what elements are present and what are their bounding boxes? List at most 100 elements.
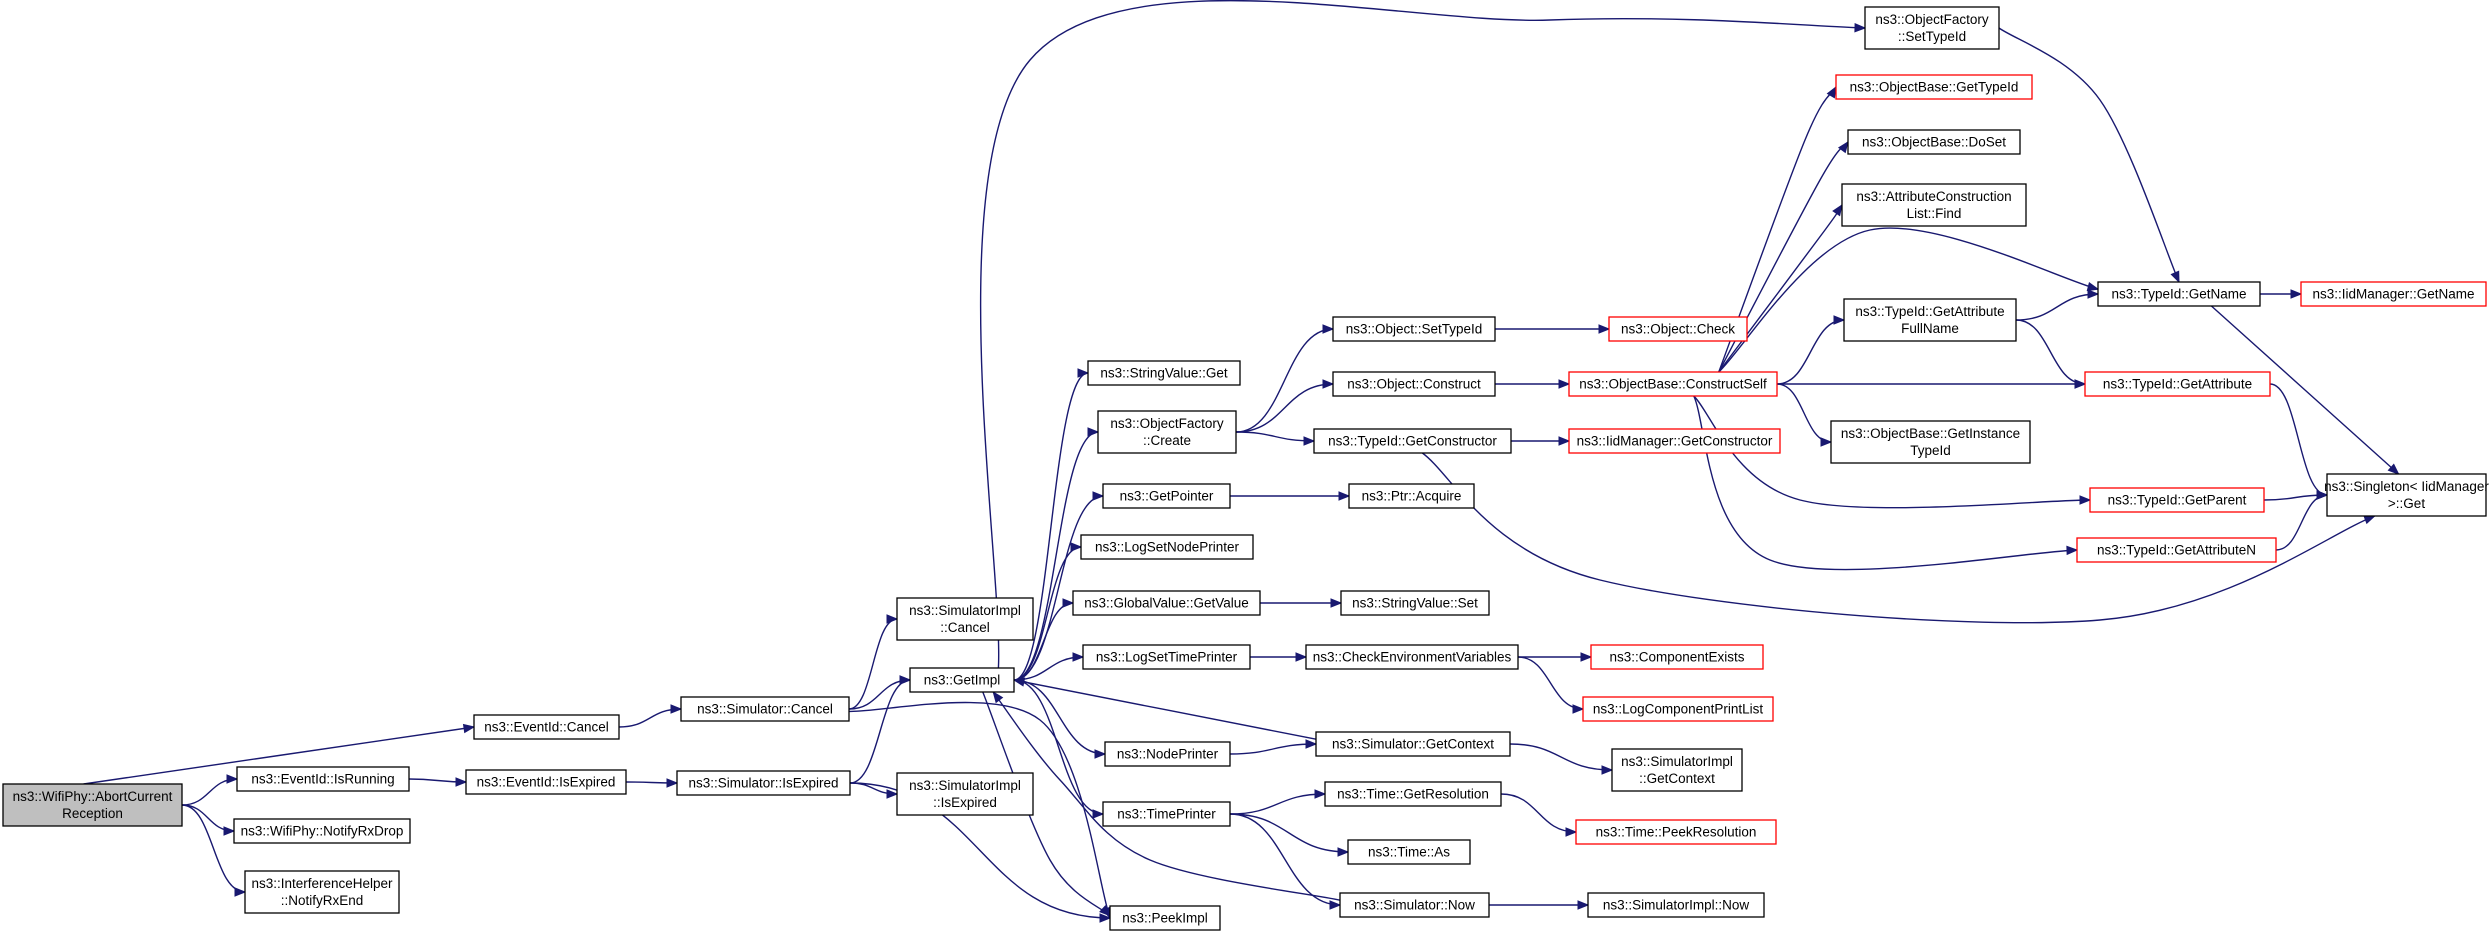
edge-typeid_getname-to-singleton_get-arrowhead [2387,463,2400,475]
node-box [1087,360,1241,386]
node-label: List::Find [1907,206,1962,221]
node-box [1339,892,1490,918]
node-box [1313,428,1512,454]
node-eventid-isrunning[interactable]: ns3::EventId::IsRunning [236,766,410,792]
node-object-check[interactable]: ns3::Object::Check [1608,316,1748,342]
node-eventid-isexpired[interactable]: ns3::EventId::IsExpired [465,769,627,795]
node-iidmgr-getconstructor[interactable]: ns3::IidManager::GetConstructor [1568,428,1781,454]
node-typeid-getparent[interactable]: ns3::TypeId::GetParent [2089,487,2265,513]
node-logsetnodeprinter[interactable]: ns3::LogSetNodePrinter [1080,534,1254,560]
edge-sim_getcontext-to-simimpl_getcontext-arrowhead [1601,765,1614,775]
node-simimpl-cancel[interactable]: ns3::SimulatorImpl::Cancel [896,597,1034,641]
node-stringvalue-set[interactable]: ns3::StringValue::Set [1340,590,1490,616]
node-singleton-get[interactable]: ns3::Singleton< IidManager >::Get [2324,473,2489,517]
node-getpointer[interactable]: ns3::GetPointer [1102,483,1231,509]
node-object-construct[interactable]: ns3::Object::Construct [1332,371,1496,397]
node-time-getresolution[interactable]: ns3::Time::GetResolution [1324,781,1502,807]
node-label: ns3::StringValue::Get [1100,366,1228,381]
node-box [233,818,411,844]
edge-objbase_constructself-to-objbase_gettypeid-arrowhead [1826,85,1837,99]
edge-sim_isexpired-to-getimpl-arrowhead [899,675,912,685]
node-checkenvvars[interactable]: ns3::CheckEnvironmentVariables [1305,644,1519,670]
edge-typeid_getattributefullname-to-typeid_getname [2015,293,2099,321]
node-label: ns3::Time::GetResolution [1337,787,1489,802]
node-label: ns3::EventId::IsRunning [251,772,394,787]
node-box [473,714,620,740]
node-label: ns3::GetPointer [1120,489,1214,504]
node-typeid-getattributen[interactable]: ns3::TypeId::GetAttributeN [2076,537,2277,563]
node-label: ns3::ObjectFactory [1875,12,1989,27]
node-time-peekresolution[interactable]: ns3::Time::PeekResolution [1575,819,1777,845]
edge-objfactory_settypeid-to-typeid_getname-arrowhead [2170,270,2180,284]
node-stringvalue-get[interactable]: ns3::StringValue::Get [1087,360,1241,386]
node-logsettimeprinter[interactable]: ns3::LogSetTimePrinter [1082,644,1251,670]
node-objfactory-settypeid[interactable]: ns3::ObjectFactory::SetTypeId [1864,6,2000,50]
node-label: ::GetContext [1639,771,1715,786]
node-typeid-getattribute[interactable]: ns3::TypeId::GetAttribute [2084,371,2271,397]
node-eventid-cancel[interactable]: ns3::EventId::Cancel [473,714,620,740]
node-componentexists[interactable]: ns3::ComponentExists [1590,644,1764,670]
node-objbase-gettypeid[interactable]: ns3::ObjectBase::GetTypeId [1835,74,2033,100]
node-notifyrxdrop[interactable]: ns3::WifiPhy::NotifyRxDrop [233,818,411,844]
edge-objbase_constructself-to-typeid_getattributefullname-arrowhead [1833,315,1846,325]
edge-timeprinter-to-time_as [1229,813,1349,853]
edge-checkenvvars-to-logcomponentprintlist [1517,656,1584,710]
node-simimpl-getcontext[interactable]: ns3::SimulatorImpl::GetContext [1611,748,1743,792]
node-box [244,870,400,914]
edge-getimpl-to-objfactory_create [1013,431,1099,681]
node-sim-now[interactable]: ns3::Simulator::Now [1339,892,1490,918]
node-box [1841,183,2027,227]
node-globalvalue-getvalue[interactable]: ns3::GlobalValue::GetValue [1072,590,1261,616]
edge-sim_cancel-to-simimpl_cancel-arrowhead [886,614,899,624]
edge-objfactory_create-to-object_construct [1235,383,1334,433]
node-box [1305,644,1519,670]
edge-getimpl-to-stringvalue_get-arrowhead [1077,368,1090,378]
node-sim-getcontext[interactable]: ns3::Simulator::GetContext [1315,731,1511,757]
node-label: ns3::Object::SetTypeId [1346,322,1483,337]
node-label: ns3::TypeId::GetName [2111,287,2246,302]
node-logcomponentprintlist[interactable]: ns3::LogComponentPrintList [1582,696,1774,722]
node-simimpl-now[interactable]: ns3::SimulatorImpl::Now [1587,892,1765,918]
node-sim-cancel[interactable]: ns3::Simulator::Cancel [680,696,850,722]
node-simimpl-isexpired[interactable]: ns3::SimulatorImpl::IsExpired [896,772,1034,816]
node-getimpl[interactable]: ns3::GetImpl [909,667,1015,693]
node-label: ns3::ObjectFactory [1110,416,1224,431]
node-box [1568,428,1781,454]
edge-typeid_getattribute-to-singleton_get [2269,383,2328,496]
node-box [1843,298,2017,342]
node-peekimpl[interactable]: ns3::PeekImpl [1109,905,1221,931]
node-box [1102,801,1231,827]
node-typeid-getconstructor[interactable]: ns3::TypeId::GetConstructor [1313,428,1512,454]
edge-timeprinter-to-time_as-arrowhead [1337,847,1350,857]
node-object-settypeid[interactable]: ns3::Object::SetTypeId [1332,316,1496,342]
node-notifyrxend[interactable]: ns3::InterferenceHelper::NotifyRxEnd [244,870,400,914]
node-sim-isexpired[interactable]: ns3::Simulator::IsExpired [676,770,851,796]
node-objbase-constructself[interactable]: ns3::ObjectBase::ConstructSelf [1568,371,1778,397]
edge-objbase_constructself-to-objbase_getinstancetypeid-arrowhead [1820,437,1833,447]
node-label: ns3::IidManager::GetConstructor [1577,434,1773,449]
edge-sim_now-to-simimpl_now-arrowhead [1577,900,1590,910]
edge-typeid_getconstructor-to-singleton_get-arrowhead [2363,515,2376,525]
node-ptr-acquire[interactable]: ns3::Ptr::Acquire [1348,483,1475,509]
node-box [1575,819,1777,845]
node-objfactory-create[interactable]: ns3::ObjectFactory::Create [1097,410,1237,454]
node-label: ns3::SimulatorImpl [1621,754,1733,769]
node-objbase-doset[interactable]: ns3::ObjectBase::DoSet [1847,129,2021,155]
edge-objfactory_settypeid-to-typeid_getname [1998,27,2180,283]
node-time-as[interactable]: ns3::Time::As [1347,839,1471,865]
edge-root-to-notifyrxdrop-arrowhead [223,826,236,836]
node-label: ns3::Simulator::Now [1354,898,1475,913]
edge-sim_now-to-getimpl [992,691,1341,901]
edge-root-to-eventid_isrunning-arrowhead [226,774,239,784]
node-box [2326,473,2487,517]
node-iidmgr-getname[interactable]: ns3::IidManager::GetName [2300,281,2487,307]
node-timeprinter[interactable]: ns3::TimePrinter [1102,801,1231,827]
node-label: ns3::TimePrinter [1117,807,1216,822]
node-label: ns3::PeekImpl [1122,911,1208,926]
node-nodeprinter[interactable]: ns3::NodePrinter [1104,741,1231,767]
node-typeid-getname[interactable]: ns3::TypeId::GetName [2097,281,2261,307]
